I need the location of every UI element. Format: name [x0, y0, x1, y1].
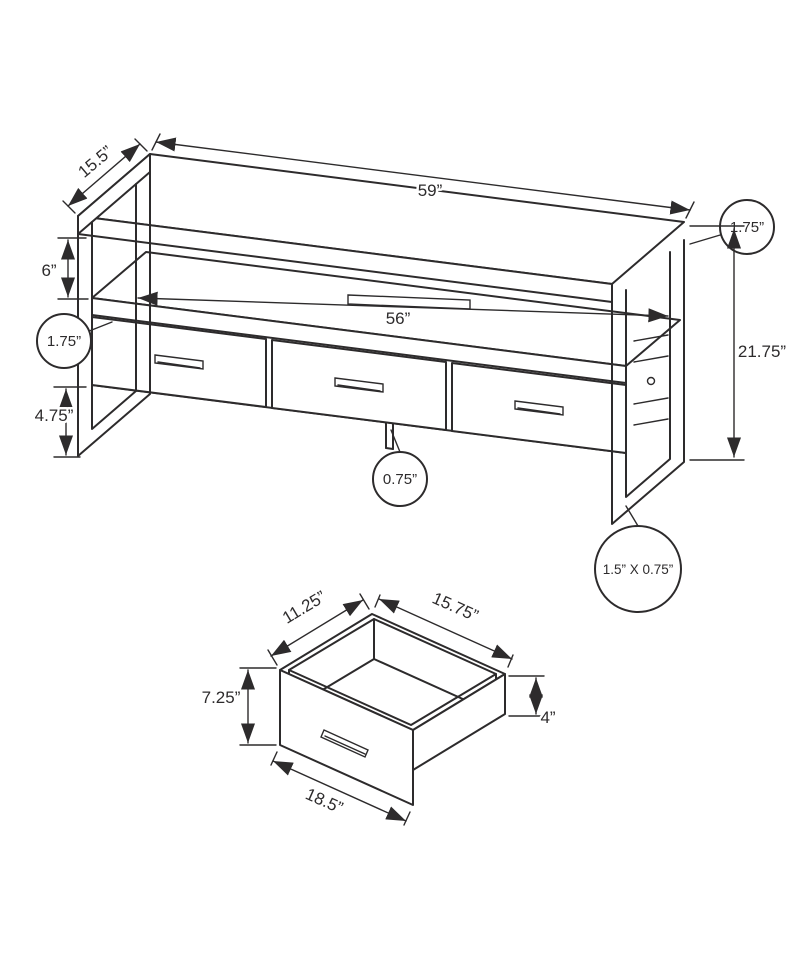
label-opening-height: 6”: [41, 261, 56, 280]
label-drawer-side-height: 4”: [540, 708, 555, 727]
right-frame-leg: [611, 239, 685, 525]
dim-overall-width: 59”: [151, 133, 695, 219]
frame-tube-circle: [594, 525, 682, 613]
label-shelf-width: 56”: [386, 309, 411, 328]
shelf-thickness-circle: [36, 313, 92, 369]
foot-size-circle: [372, 451, 428, 507]
label-drawer-front-width: 18.5”: [303, 784, 346, 817]
label-overall-width: 59”: [418, 181, 443, 200]
label-frame-tube: 1.5” X 0.75”: [603, 562, 674, 577]
drawer-detail-handle: [320, 729, 369, 758]
tv-stand-view: 59” 15.5” 6” 56” 1.75” 4: [32, 133, 789, 613]
cam-lock-hole: [646, 376, 656, 386]
label-clearance-height: 4.75”: [35, 406, 74, 425]
drawer-detail-view: 11.25” 15.75” 7.25” 4” 18.5”: [199, 584, 558, 826]
callout-foot-size: 0.75”: [372, 429, 428, 507]
frame-hatch-marks: [633, 334, 669, 426]
label-overall-height: 21.75”: [738, 342, 787, 361]
dim-shelf-width: 56”: [137, 291, 669, 331]
drawer-handle-3: [514, 400, 564, 416]
drawer-handle-1: [154, 354, 204, 370]
dim-drawer-front-height: 7.25”: [199, 667, 277, 746]
callout-top-thickness: 1.75”: [689, 199, 775, 255]
drawer-handle-2: [334, 377, 384, 393]
dim-drawer-side-height: 4”: [508, 675, 558, 730]
label-drawer-front-height: 7.25”: [202, 688, 241, 707]
drawer-front-2: [271, 339, 447, 431]
label-foot-size: 0.75”: [383, 471, 417, 488]
cable-slot: [347, 294, 471, 310]
label-shelf-thickness: 1.75”: [47, 333, 81, 350]
callout-shelf-thickness: 1.75”: [36, 313, 113, 369]
label-drawer-inner-width: 15.75”: [429, 588, 481, 625]
dim-opening-height: 6”: [39, 237, 89, 300]
label-depth: 15.5”: [75, 142, 117, 182]
dim-overall-height: 21.75”: [689, 225, 789, 461]
callout-frame-tube: 1.5” X 0.75”: [594, 505, 682, 613]
dim-clearance-height: 4.75”: [32, 386, 87, 458]
label-drawer-inner-depth: 11.25”: [279, 587, 329, 628]
center-foot: [385, 422, 394, 450]
label-top-thickness: 1.75”: [730, 219, 764, 236]
